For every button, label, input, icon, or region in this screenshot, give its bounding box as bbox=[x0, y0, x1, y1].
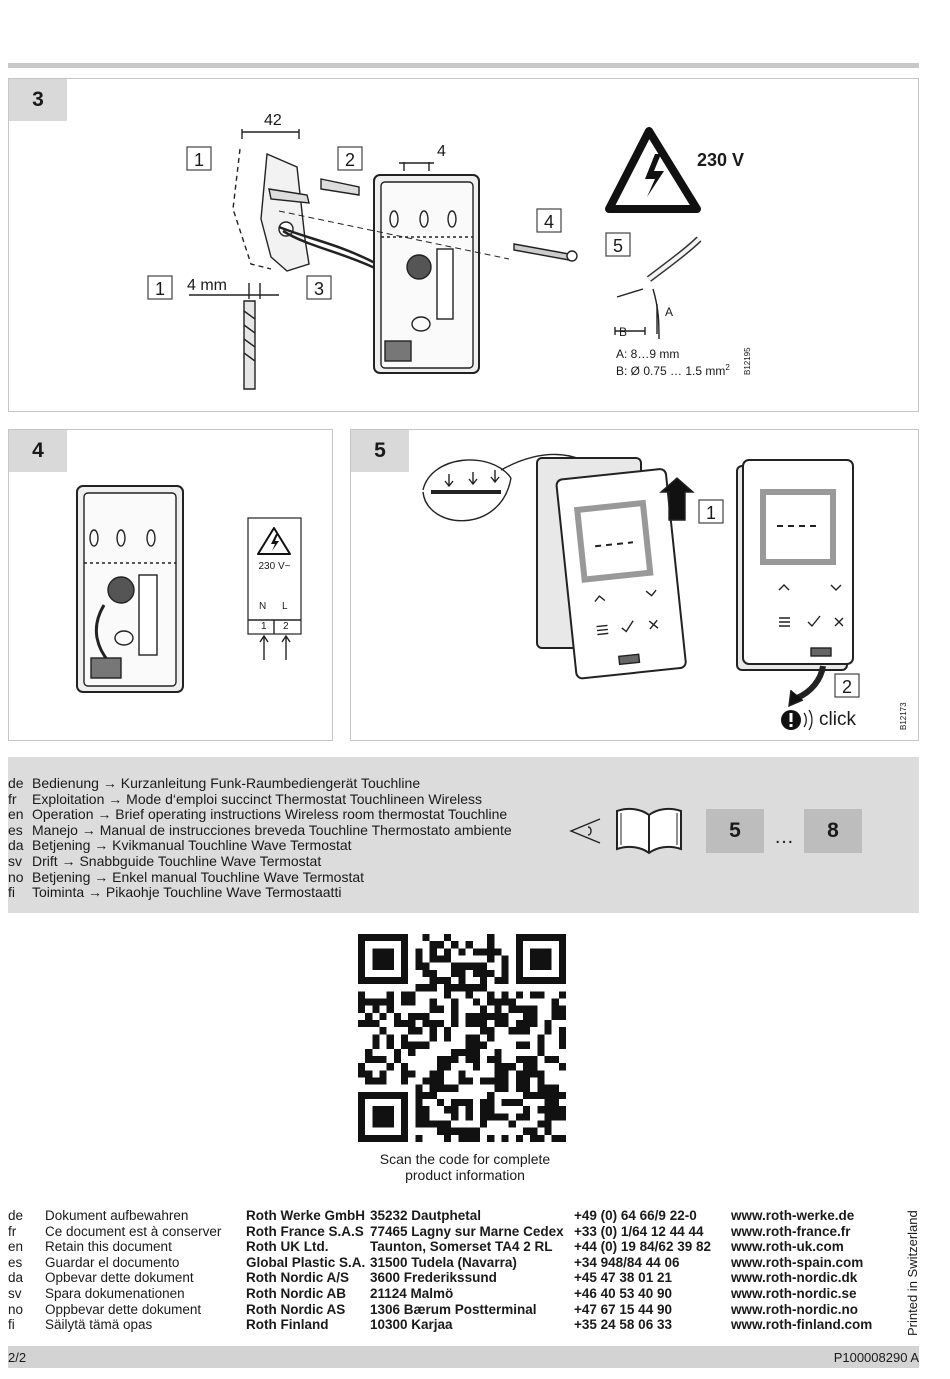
qr-caption-line-2: product information bbox=[405, 1167, 525, 1183]
qr-code bbox=[358, 934, 566, 1142]
page-ref-ellipsis: … bbox=[774, 826, 794, 848]
page-ref-start: 5 bbox=[706, 809, 764, 853]
step-3-illustration bbox=[147, 127, 702, 390]
step-3-panel: 3 bbox=[8, 78, 919, 412]
voltage-label: 230 V~ bbox=[258, 561, 291, 572]
wire-gauge-label: B bbox=[619, 325, 628, 339]
alert-icon bbox=[781, 709, 813, 731]
callout-5: 5 bbox=[612, 236, 623, 256]
qr-caption-line-1: Scan the code for complete bbox=[379, 1151, 551, 1167]
step-number: 3 bbox=[9, 79, 67, 121]
step-5-illustration bbox=[422, 453, 860, 731]
callout-1b: 1 bbox=[154, 279, 165, 299]
callout-2: 2 bbox=[841, 677, 852, 697]
step-number: 4 bbox=[9, 430, 67, 472]
dimension-42: 42 bbox=[264, 112, 282, 129]
warning-lightning-icon bbox=[605, 127, 701, 213]
page-number: 2/2 bbox=[8, 1350, 27, 1365]
book-icon bbox=[616, 807, 682, 855]
dimension-4mm: 4 mm bbox=[187, 277, 227, 294]
page-ref-end: 8 bbox=[804, 809, 862, 853]
printed-in-label: Printed in Switzerland bbox=[905, 1210, 920, 1336]
terminal-n: N bbox=[259, 601, 267, 612]
ref-code: B12195 bbox=[743, 347, 752, 375]
warning-lightning-icon bbox=[257, 527, 291, 555]
company-phones: +49 (0) 64 66/9 22-0+33 (0) 1/64 12 44 4… bbox=[574, 1208, 711, 1333]
callout-3: 3 bbox=[313, 279, 324, 299]
language-reference-band bbox=[8, 757, 919, 913]
top-rule bbox=[8, 63, 919, 68]
ref-code: B12173 bbox=[899, 702, 908, 730]
callout-1: 1 bbox=[705, 503, 716, 523]
terminal-2: 2 bbox=[283, 621, 289, 632]
callout-2: 2 bbox=[344, 150, 355, 170]
spec-a: A: 8…9 mm bbox=[616, 347, 680, 361]
voltage-label: 230 V bbox=[697, 150, 745, 170]
step-4-panel: 4 230 V~ N L 1 2 bbox=[8, 429, 333, 741]
click-label: click bbox=[819, 709, 856, 730]
terminal-1: 1 bbox=[261, 621, 267, 632]
step-5-panel: 5 bbox=[350, 429, 919, 741]
callout-4: 4 bbox=[543, 212, 554, 232]
callout-1a: 1 bbox=[193, 150, 204, 170]
strip-length-label: A bbox=[665, 305, 674, 319]
document-id: P100008290 A bbox=[833, 1350, 919, 1365]
terminal-l: L bbox=[282, 601, 288, 612]
dimension-4: 4 bbox=[437, 143, 446, 160]
eye-icon bbox=[569, 818, 601, 844]
step-4-illustration bbox=[76, 485, 302, 693]
step-number: 5 bbox=[351, 430, 409, 472]
spec-b: B: Ø 0.75 … 1.5 mm2 bbox=[616, 363, 730, 378]
footer-bar: 2/2 P100008290 A bbox=[8, 1346, 919, 1368]
